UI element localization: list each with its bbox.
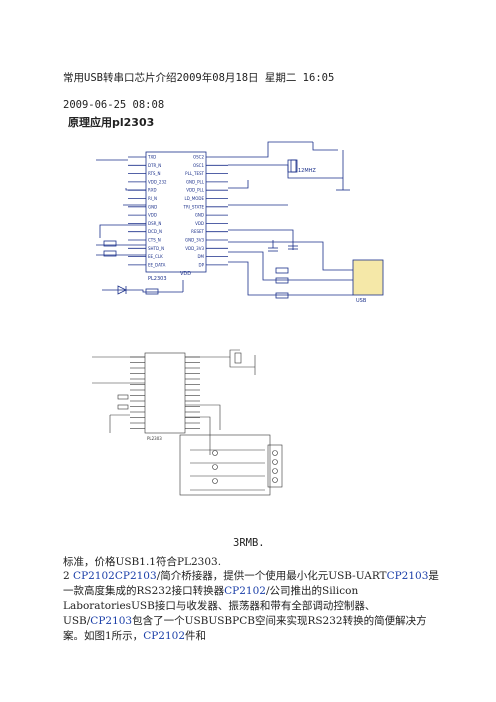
paragraph-text: 是一款高度集成的RS232接口转换器 bbox=[63, 570, 439, 597]
pin-label: VDD bbox=[148, 213, 157, 218]
paragraph-cp2102-intro: 2 CP2102CP2103/简介桥接器，提供一个使用最小化元USB-UARTC… bbox=[63, 569, 443, 644]
pin-label: RTS_N bbox=[148, 171, 160, 176]
chip-link-text[interactable]: CP2102 bbox=[224, 585, 266, 597]
pin-label: DCD_N bbox=[148, 229, 162, 234]
pin-label: VDD bbox=[195, 221, 204, 226]
pin-label: CTS_N bbox=[148, 238, 161, 243]
post-date: 2009-06-25 08:08 bbox=[63, 99, 165, 111]
pin-label: VDD_232 bbox=[148, 179, 167, 184]
crystal-label: 12MHZ bbox=[298, 168, 316, 174]
pin-label: DTR_N bbox=[148, 163, 161, 168]
pin-label: RESET bbox=[191, 229, 204, 234]
chip-body bbox=[145, 151, 207, 273]
pin-label: DP bbox=[199, 262, 205, 267]
pin-label: DSR_N bbox=[148, 221, 161, 226]
schematic-pl2303-variant: PL2303 bbox=[92, 349, 283, 496]
pin-label: GND_3V3 bbox=[185, 238, 204, 243]
pin-label: SHTD_N bbox=[148, 246, 164, 251]
pin-label: LD_MODE bbox=[184, 196, 204, 201]
pin-label: RXD bbox=[148, 188, 157, 193]
document-title: 常用USB转串口芯片介绍2009年08月18日 星期二 16:05 bbox=[63, 72, 335, 84]
schematic-pl2303-application: USB 12MHZ PL2303 VDD TXD DTR_N RTS_N VDD_23… bbox=[96, 141, 384, 304]
pin-label: EE_CLK bbox=[148, 254, 163, 259]
chip-label: PL2303 bbox=[148, 276, 167, 282]
pin-label: PLL_TEST bbox=[185, 171, 204, 176]
pin-label: DM bbox=[197, 254, 204, 259]
figure-caption: 3RMB. bbox=[233, 537, 265, 549]
chip-link-text[interactable]: CP2103 bbox=[90, 615, 133, 627]
pin-label: RI_N bbox=[148, 196, 157, 201]
pin-label: TXD bbox=[147, 155, 156, 160]
paragraph-text: 件和 bbox=[185, 630, 207, 642]
section-heading: 原理应用pl2303 bbox=[68, 116, 155, 129]
pin-label: VDD_PLL bbox=[186, 188, 205, 193]
chip2-label: PL2303 bbox=[147, 436, 162, 441]
pin-label: VDD_3V3 bbox=[185, 246, 204, 251]
chip-link-text[interactable]: CP2102CP2103 bbox=[73, 570, 157, 582]
pin-label: GND_PLL bbox=[186, 179, 205, 184]
connector2 bbox=[267, 444, 283, 488]
paragraph-text: /简介桥接器，提供一个使用最小化元USB-UART bbox=[156, 570, 387, 582]
pin-label: TRI_STATE bbox=[183, 204, 205, 209]
pin-label: OSC2 bbox=[193, 155, 204, 160]
chip2-body bbox=[144, 352, 186, 434]
paragraph-text: 2 bbox=[63, 570, 74, 582]
pin-label: OSC1 bbox=[193, 163, 204, 168]
paragraph-text: /公司推出的Silicon LaboratoriesUSB接口与收发器、振荡器和… bbox=[63, 585, 376, 627]
pin-label: EE_DATA bbox=[148, 262, 166, 267]
power-label: VDD bbox=[180, 271, 191, 277]
crystal bbox=[287, 159, 297, 173]
chip-link-text[interactable]: CP2102 bbox=[143, 630, 186, 642]
paragraph-standard: 标准，价格USB1.1符合PL2303. bbox=[63, 556, 222, 568]
pin-label: GND bbox=[148, 204, 157, 209]
pin-label: GND bbox=[195, 213, 204, 218]
paragraph-text: 包含了一个USBUSBPCB空间来实现RS232转换的简便解决方案。如图1所示， bbox=[63, 615, 427, 642]
chip-link-text[interactable]: CP2103 bbox=[386, 570, 429, 582]
usb-connector bbox=[352, 259, 384, 296]
usb-label: USB bbox=[356, 298, 367, 304]
